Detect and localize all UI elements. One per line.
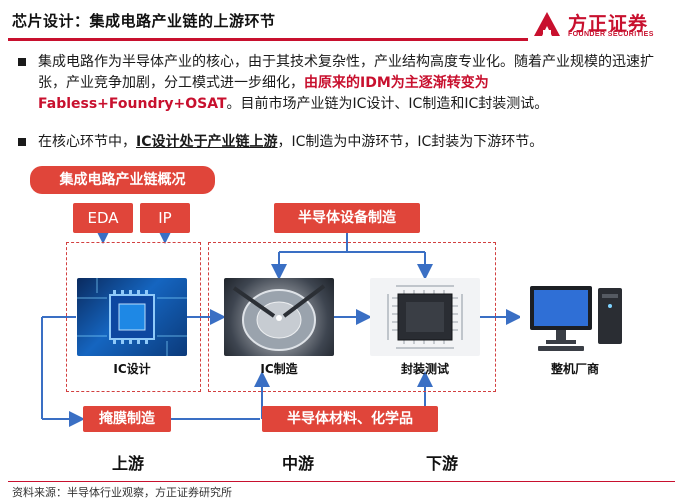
materials-box: 半导体材料、化学品 (262, 406, 438, 432)
header: 芯片设计：集成电路产业链的上游环节 方正证券 FOUNDER SECURITIE… (0, 0, 683, 38)
bullet-marker-icon (18, 138, 26, 146)
stage-midstream: 中游 (281, 454, 314, 473)
page-title: 芯片设计：集成电路产业链的上游环节 (12, 12, 276, 30)
node-label-system-maker: 整机厂商 (550, 362, 599, 376)
packaging-image (370, 278, 480, 356)
bullet-1-highlight: 由原来的IDM为主逐渐转变为Fabless+Foundry+OSAT (38, 75, 489, 112)
bullet-1-text: 集成电路作为半导体产业的核心，由于其技术复杂性，产业结构高度专业化。随着产业规模… (38, 52, 678, 115)
founder-logo-icon (534, 12, 560, 36)
upstream-group-frame (66, 242, 201, 392)
industry-chain-diagram: 集成电路产业链概况 EDA IP 半导体设备制造 (0, 160, 683, 480)
bullet-2-emphasis: IC设计处于产业链上游 (136, 134, 278, 150)
equipment-box: 半导体设备制造 (274, 203, 420, 233)
bullet-2-part-1: 在核心环节中， (38, 134, 136, 150)
system-maker-image (520, 278, 630, 356)
logo-text-cn: 方正证券 (568, 13, 649, 35)
desktop-computer-icon (530, 286, 622, 351)
ic-fab-image (224, 278, 334, 356)
diagram-title: 集成电路产业链概况 (30, 166, 215, 194)
logo-text-en: FOUNDER SECURITIES (568, 31, 654, 38)
eda-box: EDA (73, 203, 133, 233)
bullet-1-part-1: 集成电路作为半导体产业的核心，由于其技术复杂性，产业结构高度专业化。随着产业规模… (38, 54, 654, 91)
mid-downstream-group-frame (208, 242, 496, 392)
header-divider (8, 38, 528, 41)
stage-downstream: 下游 (425, 454, 458, 473)
brand-logo: 方正证券 FOUNDER SECURITIES (532, 8, 677, 42)
node-label-ic-fab: IC制造 (260, 362, 298, 376)
footer-divider (8, 481, 675, 482)
bullet-marker-icon (18, 58, 26, 66)
bullet-2-text: 在核心环节中，IC设计处于产业链上游，IC制造为中游环节，IC封装为下游环节。 (38, 132, 678, 153)
ip-box: IP (140, 203, 190, 233)
packaged-chip-icon (387, 285, 463, 349)
stage-upstream: 上游 (111, 454, 144, 473)
bullet-2-part-2: ，IC制造为中游环节，IC封装为下游环节。 (277, 134, 544, 150)
wafer-icon (232, 284, 326, 351)
node-label-ic-design: IC设计 (113, 362, 151, 376)
chip-icon (77, 278, 187, 356)
source-note: 资料来源：半导体行业观察，方正证券研究所 (12, 486, 232, 499)
mask-making-box: 掩膜制造 (83, 406, 171, 432)
bullet-1-part-2: 。目前市场产业链为IC设计、IC制造和IC封装测试。 (226, 96, 549, 112)
node-label-packaging: 封装测试 (400, 362, 449, 376)
ic-design-image (77, 278, 187, 356)
